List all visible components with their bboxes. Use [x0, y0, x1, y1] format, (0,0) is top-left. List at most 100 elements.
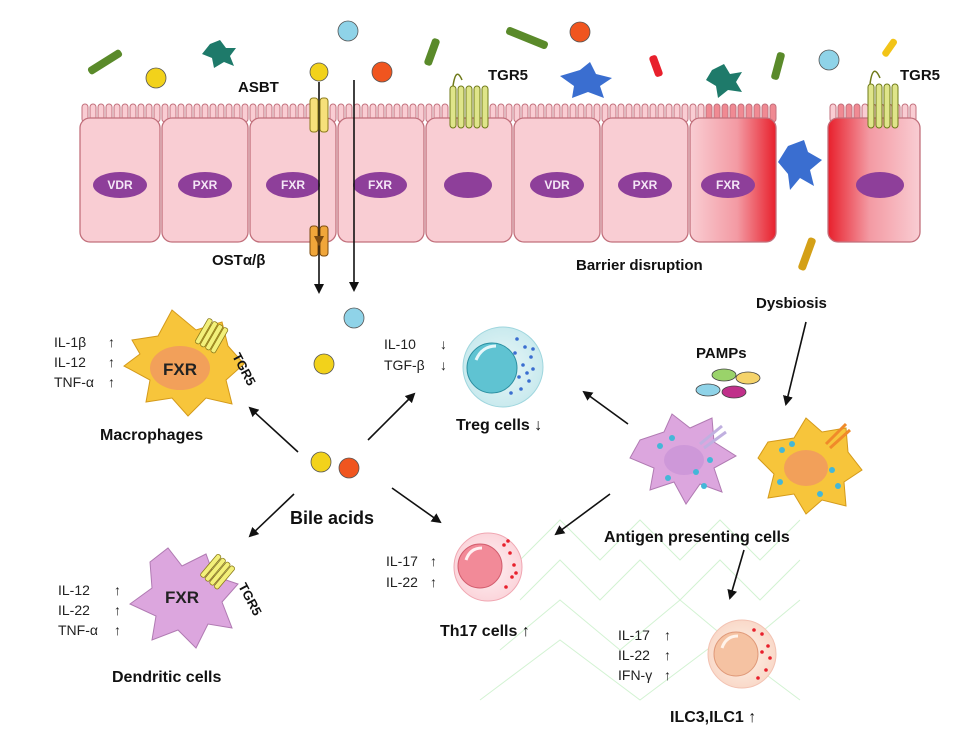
asbt-transporter	[309, 97, 329, 133]
ilc-cytokines: IL-17 ↑ IL-22 ↑ IFN-γ ↑	[618, 627, 671, 683]
bile-acid-blue	[818, 49, 840, 71]
granule	[531, 347, 535, 351]
granule	[527, 379, 531, 383]
lumen-microbes	[87, 26, 898, 271]
cytokine-arrow: ↓	[440, 357, 447, 373]
nucleus	[701, 172, 755, 198]
bile-acid-yellow	[310, 451, 332, 473]
nucleus	[856, 172, 904, 198]
apc-cell-macrophage	[757, 417, 863, 515]
cytokine-arrow: ↑	[430, 574, 437, 590]
cytokine-label: IL-1β	[54, 334, 86, 350]
nuclei	[93, 172, 904, 198]
cytokine-arrow: ↑	[664, 627, 671, 643]
cytokine-arrow: ↑	[114, 602, 121, 618]
pamp	[695, 383, 721, 397]
granule	[752, 628, 756, 632]
nucleus	[530, 172, 584, 198]
cytokine-label: IL-17	[386, 553, 418, 569]
cytokine-arrow: ↓	[440, 336, 447, 352]
granule	[513, 351, 517, 355]
granule	[766, 644, 770, 648]
th17-cell	[453, 532, 523, 602]
dendritic-tgr5-label: TGR5	[235, 580, 265, 618]
bacterium-star	[706, 64, 742, 98]
arrow-apc-to-th17	[554, 493, 611, 536]
granule	[508, 551, 512, 555]
cytokine-label: IL-12	[54, 354, 86, 370]
granule	[512, 563, 516, 567]
arrow-dysbiosis-to-apc	[783, 321, 807, 406]
cytokine-label: IL-22	[618, 647, 650, 663]
macrophage-cytokines: IL-1β ↑ IL-12 ↑ TNF-α ↑	[54, 334, 115, 390]
cytokine-label: TNF-α	[54, 374, 94, 390]
dendritic-fxr-label: FXR	[165, 588, 199, 607]
cytokine-label: TGF-β	[384, 357, 425, 373]
th17-cytokines: IL-17 ↑ IL-22 ↑	[386, 553, 437, 590]
pamp	[721, 385, 747, 399]
bacterium-rod	[87, 49, 123, 75]
bacterium-rod	[771, 52, 785, 80]
barrier-disruption-label: Barrier disruption	[576, 257, 703, 274]
transport-arrows	[314, 80, 359, 294]
nucleus-label: FXR	[368, 178, 392, 192]
arrow-ba-to-th17	[391, 487, 442, 524]
bile-acid-orange	[338, 457, 360, 479]
macrophage-cell	[123, 309, 245, 417]
nucleus-label: FXR	[716, 178, 740, 192]
bacterium-star-blue	[560, 62, 612, 98]
bacterium-star	[202, 40, 236, 68]
granule	[514, 571, 518, 575]
nucleus-label: PXR	[193, 178, 218, 192]
arrow-apc-to-ilc	[727, 549, 745, 600]
th17-title: Th17 cells ↑	[440, 623, 530, 640]
dendritic-title: Dendritic cells	[112, 669, 221, 686]
granule	[506, 539, 510, 543]
macrophage-fxr-label: FXR	[163, 360, 197, 379]
granule	[521, 363, 525, 367]
granule	[764, 668, 768, 672]
nucleus-labels: VDR PXR FXR FXR VDR PXR FXR	[107, 178, 740, 192]
treg-cytokines: IL-10 ↓ TGF-β ↓	[384, 336, 447, 373]
nucleus	[178, 172, 232, 198]
granule	[756, 676, 760, 680]
granule	[760, 632, 764, 636]
granule	[515, 337, 519, 341]
bacterium-star-blue	[778, 140, 822, 190]
arrow-ba-to-dendritic	[248, 493, 295, 538]
dysbiosis-label: Dysbiosis	[756, 295, 827, 312]
apc-cell-dendritic	[629, 413, 737, 505]
treg-cell	[462, 326, 544, 408]
pamps-particles	[695, 368, 761, 399]
tgr5-receptor-epithelium	[449, 73, 489, 129]
arrow-ba-to-treg	[367, 392, 416, 441]
arrow-ba-to-macrophage	[248, 406, 299, 453]
dendritic-cytokines: IL-12 ↑ IL-22 ↑ TNF-α ↑	[58, 582, 121, 638]
bile-acid-blue	[337, 20, 359, 42]
cytokine-arrow: ↑	[664, 647, 671, 663]
nucleus	[266, 172, 320, 198]
granule	[768, 656, 772, 660]
ilc-title: ILC3,ILC1 ↑	[670, 709, 756, 726]
cytokine-label: TNF-α	[58, 622, 98, 638]
epithelial-layer: VDR PXR FXR FXR VDR PXR FXR	[79, 103, 921, 243]
pamp	[711, 368, 737, 382]
bacterium-rod	[798, 237, 816, 271]
cytokine-arrow: ↑	[108, 374, 115, 390]
bile-acid-yellow	[145, 67, 167, 89]
arrow-apc-to-treg	[582, 390, 629, 425]
granule	[523, 345, 527, 349]
macrophage-title: Macrophages	[100, 427, 203, 444]
bacterium-rod	[506, 26, 548, 50]
granule	[510, 575, 514, 579]
bacterium-rod	[649, 55, 663, 77]
bile-acid-orange	[371, 61, 393, 83]
granule	[529, 355, 533, 359]
cytokine-arrow: ↑	[430, 553, 437, 569]
granule	[760, 650, 764, 654]
nucleus	[353, 172, 407, 198]
cytokine-arrow: ↑	[114, 622, 121, 638]
ilc-cell	[707, 619, 777, 689]
flow-arrows	[248, 321, 807, 600]
